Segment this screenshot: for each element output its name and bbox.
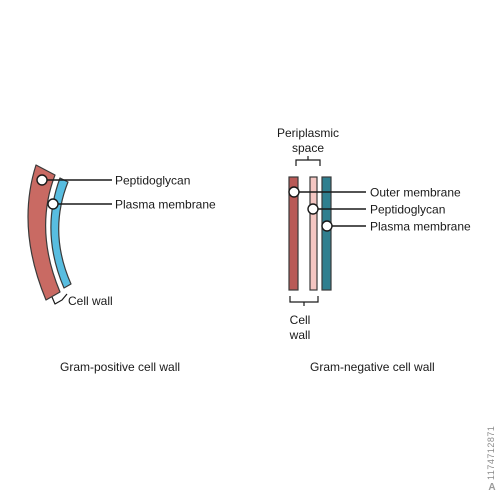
- gram-positive-plasma-membrane-layer: [50, 177, 72, 289]
- stock-logo-mark: A: [488, 482, 496, 493]
- gram-negative-caption: Gram-negative cell wall: [310, 360, 435, 374]
- gram-positive-diagram: Peptidoglycan Plasma membrane Cell wall …: [27, 164, 216, 374]
- gram-negative-plasma-membrane-marker: [321, 220, 333, 232]
- periplasmic-space-bracket: [295, 156, 321, 166]
- gram-positive-plasma-membrane-marker: [47, 198, 59, 210]
- gram-positive-peptidoglycan-label: Peptidoglycan: [115, 174, 190, 188]
- gram-positive-peptidoglycan-marker: [36, 174, 48, 186]
- gram-positive-plasma-membrane-label: Plasma membrane: [115, 198, 216, 212]
- gram-negative-peptidoglycan-marker: [307, 203, 319, 215]
- gram-negative-cell-wall-label-line1: Cell: [290, 313, 311, 327]
- gram-positive-cell-wall-bracket: [51, 293, 68, 305]
- gram-negative-outer-membrane-marker: [288, 186, 300, 198]
- gram-negative-plasma-membrane-label: Plasma membrane: [370, 220, 471, 234]
- gram-positive-cell-wall-label: Cell wall: [68, 294, 113, 308]
- gram-negative-cell-wall-bracket: [289, 296, 319, 306]
- periplasmic-space-label-line1: Periplasmic: [277, 126, 339, 140]
- gram-negative-plasma-membrane-layer: [321, 176, 332, 291]
- gram-negative-peptidoglycan-label: Peptidoglycan: [370, 203, 445, 217]
- periplasmic-space-label-line2: space: [292, 141, 324, 155]
- gram-negative-outer-membrane-layer: [288, 176, 299, 291]
- gram-negative-diagram: Periplasmic space Outer membrane Peptido…: [277, 126, 471, 374]
- gram-negative-cell-wall-label-line2: wall: [289, 328, 311, 342]
- gram-positive-caption: Gram-positive cell wall: [60, 360, 180, 374]
- gram-negative-outer-membrane-label: Outer membrane: [370, 186, 461, 200]
- stock-image-id: 1174712871: [486, 425, 496, 480]
- gram-negative-peptidoglycan-layer: [309, 176, 318, 291]
